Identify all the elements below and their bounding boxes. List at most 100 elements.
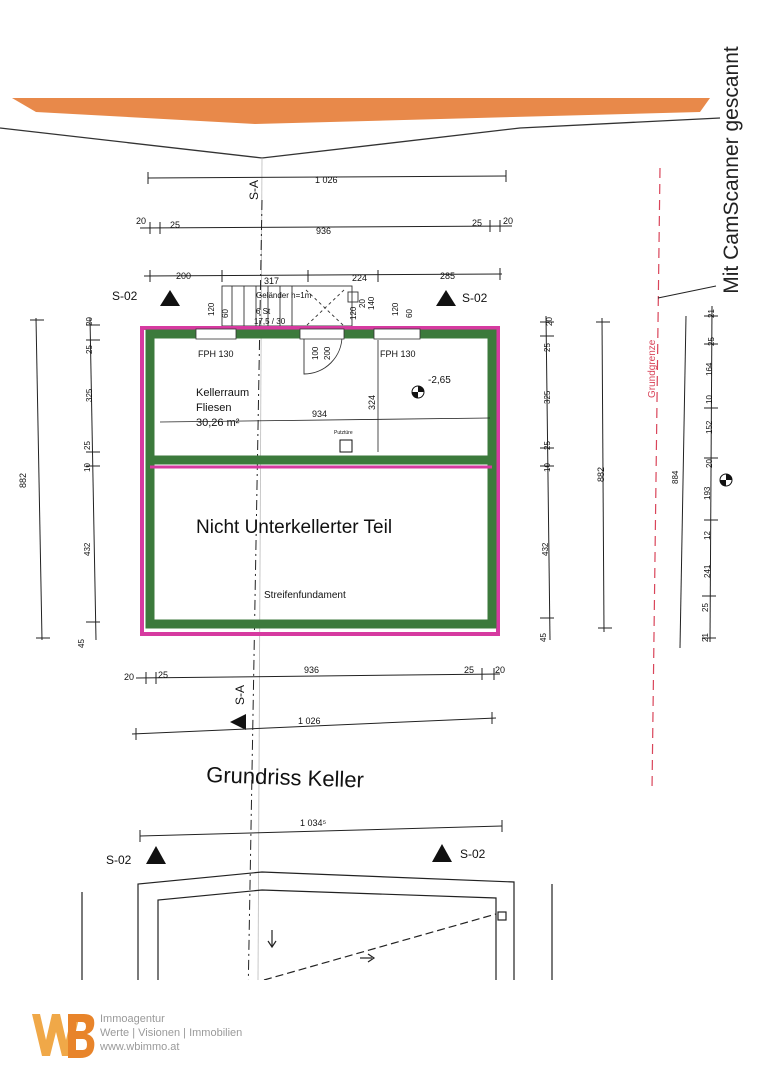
floor-drain-icon — [339, 439, 353, 453]
right-dimensions — [540, 315, 612, 641]
section-s02-right: S-02 — [462, 291, 488, 305]
dim-r-25b: 25 — [543, 441, 552, 450]
dim-top-25a: 25 — [170, 220, 180, 230]
section-sa-bottom: S-A — [233, 685, 247, 705]
section-line-sa — [247, 199, 263, 1001]
dim-v-60c: 60 — [405, 309, 414, 318]
section-arrow-s02-left-lower — [146, 846, 166, 864]
section-arrow-s02-right — [436, 290, 456, 306]
dim-top-total: 1 026 — [315, 175, 338, 185]
dim-f-164: 164 — [705, 362, 714, 376]
dim-top-inner: 936 — [316, 226, 331, 236]
dim-seg-200: 200 — [176, 271, 191, 281]
section-arrow-bottom — [230, 714, 246, 730]
dim-inner-h: 324 — [367, 395, 377, 410]
boundary-tick — [657, 285, 717, 299]
dim-f-21b: 21 — [701, 633, 710, 642]
dim-v-140: 140 — [367, 296, 376, 310]
dim-l-20: 20 — [85, 317, 94, 326]
left-dimensions — [30, 317, 100, 641]
wb-logo-icon — [32, 1014, 95, 1058]
footer-line1: Immoagentur — [100, 1013, 165, 1025]
dim-f-25b: 25 — [701, 603, 710, 612]
level-marker-right — [719, 473, 733, 487]
dim-bot-20a: 20 — [124, 672, 134, 682]
basement-walls — [140, 326, 500, 636]
section-arrow-s02-right-lower — [432, 844, 452, 862]
footer-line3: www.wbimmo.at — [100, 1041, 180, 1053]
room-level: -2,65 — [428, 375, 451, 386]
scanner-watermark-text: Mit CamScanner gescannt — [720, 46, 743, 294]
room-floor: Fliesen — [196, 402, 231, 414]
section-sa-top: S-A — [247, 180, 261, 200]
bottom-dimensions — [131, 668, 503, 842]
section-arrow-s02-left — [160, 290, 180, 306]
dim-inner-w: 934 — [312, 409, 327, 419]
property-boundary — [651, 167, 661, 791]
dim-top-20b: 20 — [503, 216, 513, 226]
fold-shadow — [257, 157, 263, 981]
roof-strip — [12, 98, 710, 124]
dim-r-20: 20 — [545, 317, 554, 326]
property-boundary-label: Grundgrenze — [647, 339, 658, 398]
dim-f-20: 20 — [705, 459, 714, 468]
dim-r-45: 45 — [539, 633, 548, 642]
dim-top-20a: 20 — [136, 216, 146, 226]
dim-f-21: 21 — [707, 309, 716, 318]
footer-line2: Werte | Visionen | Immobilien — [100, 1027, 243, 1039]
dim-l-45: 45 — [77, 639, 86, 648]
room-area: 30,26 m² — [196, 417, 240, 429]
dim-v-120c: 120 — [391, 302, 400, 316]
stair-railing: Geländer h=1m — [256, 291, 312, 300]
dim-f-25: 25 — [707, 337, 716, 346]
dim-l-325: 325 — [85, 388, 94, 402]
window-right: FPH 130 — [380, 349, 416, 359]
dim-v-120a: 120 — [207, 302, 216, 316]
dim-bot-25a: 25 — [158, 670, 168, 680]
door-width: 100 — [311, 346, 320, 360]
dim-f-152: 152 — [705, 420, 714, 434]
dim-top-25b: 25 — [472, 218, 482, 228]
dim-bot-inner: 936 — [304, 665, 319, 675]
dim-seg-224: 224 — [352, 273, 367, 283]
dim-seg-285: 285 — [440, 271, 455, 281]
dim-f-10: 10 — [705, 395, 714, 404]
ground-floor-partial — [81, 871, 553, 1000]
dim-f-884: 884 — [671, 470, 680, 484]
section-s02-left-lower: S-02 — [106, 853, 132, 867]
dim-bot-20b: 20 — [495, 665, 505, 675]
footer-logo: Immoagentur Werte | Visionen | Immobilie… — [30, 1010, 270, 1062]
dim-v-120b: 120 — [349, 306, 358, 320]
dim-l-432: 432 — [83, 542, 92, 556]
section-s02-left: S-02 — [112, 289, 138, 303]
stair-steps: 6 St — [256, 307, 271, 316]
dim-l-25b: 25 — [83, 441, 92, 450]
top-dimensions — [139, 170, 513, 282]
footer-text: Immoagentur Werte | Visionen | Immobilie… — [100, 1012, 242, 1054]
small-label: Putztüre — [334, 430, 353, 436]
dim-r-432: 432 — [541, 542, 550, 556]
dim-f-193: 193 — [703, 486, 712, 500]
dim-f-241: 241 — [703, 564, 712, 578]
staircase — [221, 285, 359, 375]
scanner-watermark: Mit CamScanner gescannt — [712, 20, 752, 320]
stair-ratio: 17,5 / 30 — [254, 317, 286, 326]
dim-r-25: 25 — [543, 343, 552, 352]
scan-border-bottom — [0, 980, 763, 1080]
far-right-dimensions — [679, 305, 718, 649]
dim-bot-25b: 25 — [464, 665, 474, 675]
dim-l-10: 10 — [83, 463, 92, 472]
dim-r-10: 10 — [543, 463, 552, 472]
door-height: 200 — [323, 346, 332, 360]
plan-title: Grundriss Keller — [206, 762, 364, 792]
level-marker — [411, 385, 425, 399]
dim-f-12: 12 — [703, 531, 712, 540]
unexcavated-label: Nicht Unterkellerter Teil — [196, 517, 392, 538]
dim-r-total: 882 — [596, 467, 606, 482]
dim-left-total: 882 — [18, 473, 28, 488]
dim-bot-total: 1 026 — [298, 716, 321, 726]
foundation-label: Streifenfundament — [264, 590, 346, 601]
paper-fold — [0, 117, 721, 159]
dim-seg-317: 317 — [264, 276, 279, 286]
